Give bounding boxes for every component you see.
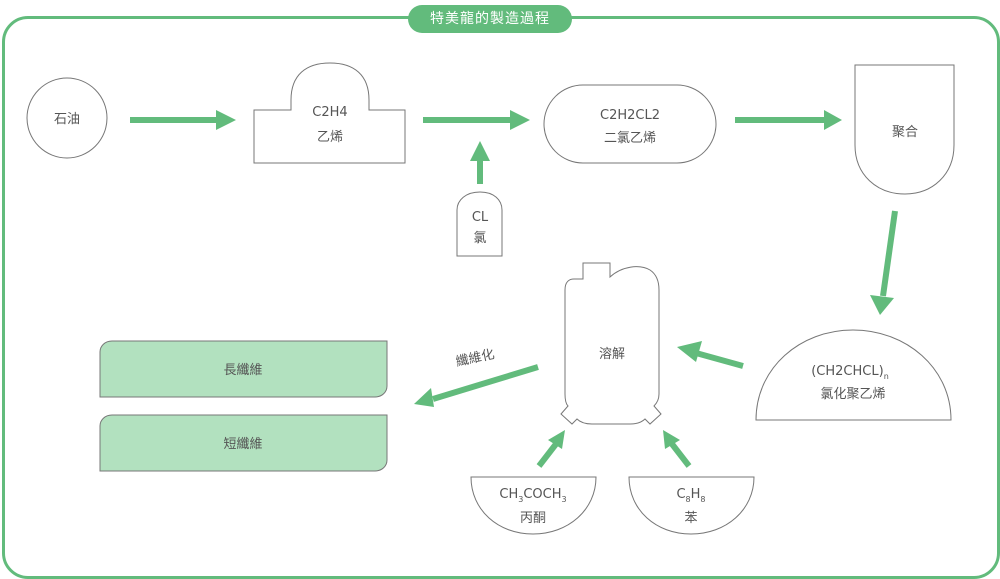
chlorine-formula: CL bbox=[472, 210, 489, 225]
ethylene-formula: C2H4 bbox=[312, 105, 347, 120]
node-chlorine: CL 氯 bbox=[456, 191, 503, 257]
arrow-head bbox=[663, 430, 680, 449]
pvc-label: 氯化聚乙烯 bbox=[820, 387, 885, 402]
short-fiber-label: 短纖維 bbox=[223, 437, 262, 452]
chlorine-label: 氯 bbox=[473, 231, 486, 246]
arrow-acetone-to-dissolve bbox=[536, 430, 565, 468]
arrow-shaft bbox=[880, 210, 898, 297]
arrow-head bbox=[414, 388, 434, 407]
arrow-shaft bbox=[669, 442, 692, 468]
dissolve-shape bbox=[560, 262, 662, 425]
benzene-label: 苯 bbox=[684, 511, 697, 526]
node-pvc: (CH2CHCL)n 氯化聚乙烯 bbox=[755, 329, 952, 421]
chlorine-shape bbox=[456, 191, 503, 257]
arrow-petroleum-to-ethylene bbox=[130, 110, 236, 130]
benzene-formula-part: C bbox=[676, 487, 685, 502]
arrow-benzene-to-dissolve bbox=[663, 430, 692, 468]
arrow-shaft bbox=[432, 364, 539, 402]
node-short-fiber: 短纖維 bbox=[99, 414, 388, 472]
arrow-head bbox=[216, 110, 236, 130]
polymerization-label: 聚合 bbox=[892, 125, 918, 140]
fiberization-label: 纖維化 bbox=[455, 347, 496, 370]
dichloroethylene-formula: C2H2CL2 bbox=[600, 108, 660, 123]
arrow-dichloroethylene-to-polymerization bbox=[735, 110, 842, 130]
node-dissolve: 溶解 bbox=[560, 262, 662, 425]
benzene-formula-subscript: 8 bbox=[700, 495, 705, 504]
benzene-formula-subscript: 8 bbox=[686, 495, 691, 504]
long-fiber-label: 長纖維 bbox=[223, 363, 262, 378]
short-fiber-shape bbox=[99, 414, 388, 472]
acetone-formula-part: CH bbox=[499, 487, 518, 502]
node-polymerization: 聚合 bbox=[854, 64, 955, 195]
pvc-shape bbox=[755, 329, 952, 421]
acetone-label: 丙酮 bbox=[520, 511, 546, 526]
pvc-formula-subscript: n bbox=[884, 372, 889, 381]
arrow-ethylene-to-dichloroethylene bbox=[423, 110, 530, 130]
arrow-head bbox=[824, 110, 842, 130]
arrow-head bbox=[470, 141, 490, 161]
arrow-shaft bbox=[695, 350, 744, 369]
polymerization-shape bbox=[854, 64, 955, 195]
diagram-title: 特美龍的製造過程 bbox=[408, 5, 572, 33]
benzene-formula-part: H bbox=[691, 487, 701, 502]
arrow-head bbox=[870, 295, 894, 315]
arrow-chlorine-up bbox=[470, 141, 490, 184]
long-fiber-shape bbox=[99, 340, 388, 398]
acetone-formula-subscript: 3 bbox=[518, 495, 523, 504]
ethylene-shape bbox=[253, 62, 406, 164]
pvc-formula: (CH2CHCL)n bbox=[811, 364, 889, 381]
pvc-formula-main: (CH2CHCL) bbox=[811, 364, 883, 379]
benzene-shape bbox=[628, 476, 755, 535]
dichloroethylene-shape bbox=[543, 84, 717, 164]
arrow-polymerization-to-pvc bbox=[870, 210, 898, 315]
petroleum-label: 石油 bbox=[54, 112, 80, 127]
benzene-formula: C8H8 bbox=[676, 487, 705, 504]
node-dichloroethylene: C2H2CL2 二氯乙烯 bbox=[543, 84, 717, 164]
acetone-shape bbox=[470, 476, 597, 535]
ethylene-label: 乙烯 bbox=[317, 130, 343, 145]
node-acetone: CH3COCH3 丙酮 bbox=[470, 476, 597, 535]
dichloroethylene-label: 二氯乙烯 bbox=[604, 131, 656, 146]
node-long-fiber: 長纖維 bbox=[99, 340, 388, 398]
node-petroleum: 石油 bbox=[26, 77, 108, 159]
arrow-head bbox=[510, 110, 530, 130]
arrow-head bbox=[548, 430, 565, 449]
arrow-shaft bbox=[536, 442, 559, 468]
acetone-formula-subscript: 3 bbox=[562, 495, 567, 504]
dissolve-label: 溶解 bbox=[599, 347, 625, 362]
arrow-dissolve-to-fibers bbox=[414, 364, 539, 407]
node-ethylene: C2H4 乙烯 bbox=[253, 62, 406, 164]
node-benzene: C8H8 苯 bbox=[628, 476, 755, 535]
acetone-formula-part: COCH bbox=[523, 487, 561, 502]
arrow-head bbox=[677, 341, 702, 362]
acetone-formula: CH3COCH3 bbox=[499, 487, 566, 504]
petroleum-circle bbox=[26, 77, 108, 159]
arrow-pvc-to-dissolve bbox=[677, 341, 744, 369]
